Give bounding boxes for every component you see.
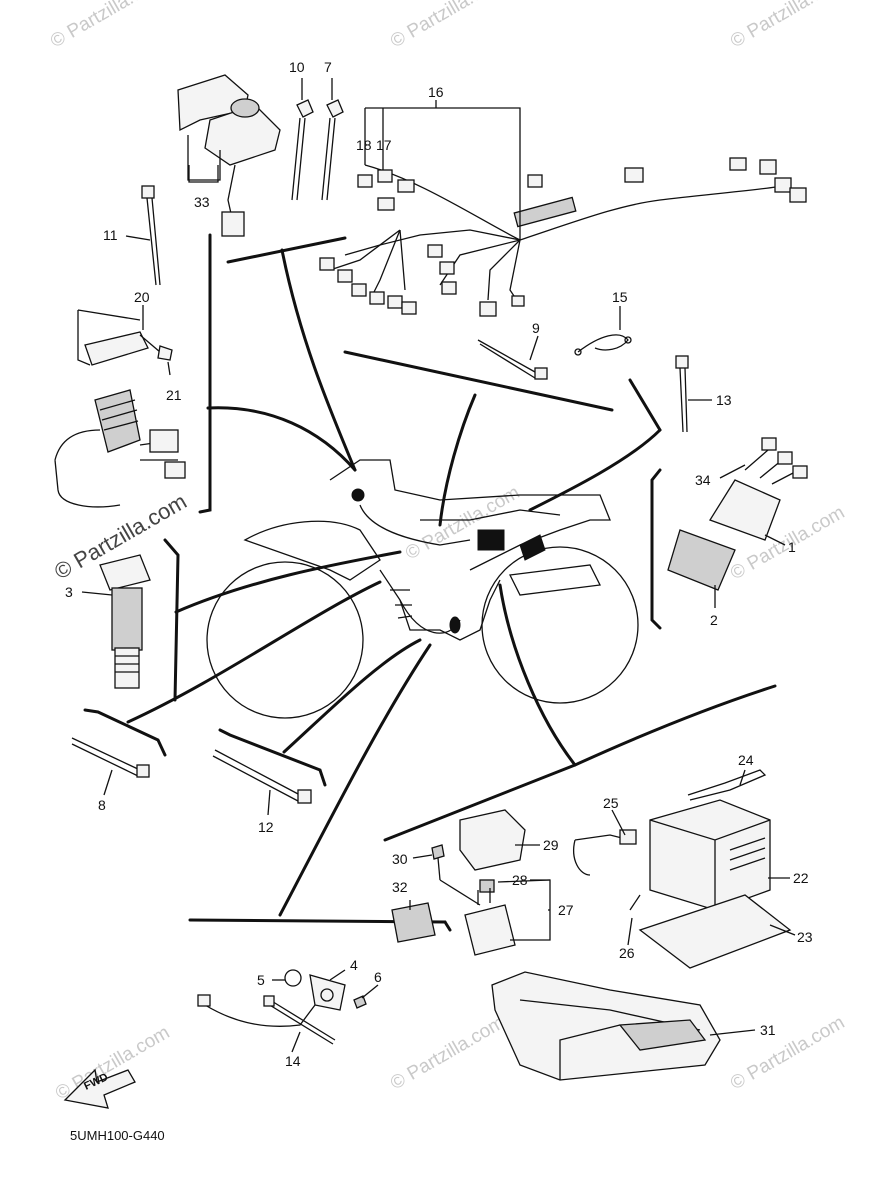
motorcycle-silhouette: [206, 459, 639, 719]
callout-34: 34: [695, 472, 711, 488]
callout-31: 31: [760, 1022, 776, 1038]
callout-13: 13: [716, 392, 732, 408]
callout-21: 21: [166, 387, 182, 403]
callout-15: 15: [612, 289, 628, 305]
callout-32: 32: [392, 879, 408, 895]
part-connector-32: [391, 902, 436, 943]
callout-24: 24: [738, 752, 754, 768]
part-ties-top: [291, 99, 344, 201]
callout-17: 17: [376, 137, 392, 153]
part-regulator-group: [54, 309, 186, 508]
callout-8: 8: [98, 797, 106, 813]
part-tie-9: [477, 339, 548, 380]
part-wire-15: [574, 334, 632, 356]
callout-29: 29: [543, 837, 559, 853]
part-cover-2: [667, 529, 736, 591]
part-tie-12: [212, 749, 312, 804]
callout-7: 7: [324, 59, 332, 75]
callout-6: 6: [374, 969, 382, 985]
callout-33: 33: [194, 194, 210, 210]
callout-labels: 1 2 3 4 5 6 7 8 9 10 11 12 13 14 15 16 1…: [65, 59, 813, 1069]
part-wire-harness: [319, 107, 807, 317]
callout-25: 25: [603, 795, 619, 811]
callout-23: 23: [797, 929, 813, 945]
fwd-arrow: FWD: [63, 1068, 136, 1109]
callout-16: 16: [428, 84, 444, 100]
callout-11: 11: [103, 227, 118, 243]
part-tie-13: [675, 355, 689, 433]
part-relay-1: [709, 437, 808, 541]
part-battery-box: [491, 971, 721, 1081]
watermark: © Partzilla.com: [387, 1012, 508, 1094]
connector-cluster: [319, 157, 807, 317]
callout-1: 1: [788, 539, 796, 555]
part-ignition-coil: [99, 554, 151, 689]
callout-9: 9: [532, 320, 540, 336]
callout-3: 3: [65, 584, 73, 600]
callout-27: 27: [558, 902, 574, 918]
callout-30: 30: [392, 851, 408, 867]
part-relay-29: [459, 809, 526, 871]
part-tie-8: [71, 737, 150, 778]
callout-5: 5: [257, 972, 265, 988]
callout-18: 18: [356, 137, 372, 153]
part-bolt-30: [431, 844, 481, 906]
leader-curves: [126, 236, 777, 917]
callout-12: 12: [258, 819, 274, 835]
callout-20: 20: [134, 289, 150, 305]
diagram-code: 5UMH100-G440: [70, 1128, 165, 1143]
part-battery: [649, 769, 771, 911]
callout-leaders: [81, 78, 796, 1053]
callout-10: 10: [289, 59, 305, 75]
part-battery-tray: [638, 894, 792, 969]
callout-14: 14: [285, 1053, 301, 1069]
callout-28: 28: [512, 872, 528, 888]
part-sensor-group: [197, 969, 367, 1045]
callout-2: 2: [710, 612, 718, 628]
watermark: © Partzilla.com: [727, 1012, 848, 1094]
callout-4: 4: [350, 957, 358, 973]
part-starter-relay-27: [464, 879, 516, 956]
part-battery-lead-25: [573, 829, 641, 911]
watermark: © Partzilla.com: [47, 0, 168, 52]
part-tie-11: [141, 185, 161, 286]
callout-26: 26: [619, 945, 635, 961]
watermark: © Partzilla.com: [387, 0, 508, 52]
watermark: © Partzilla.com: [727, 0, 848, 52]
part-cdi-unit: [177, 74, 281, 237]
callout-22: 22: [793, 870, 809, 886]
group-brackets: [83, 233, 662, 932]
